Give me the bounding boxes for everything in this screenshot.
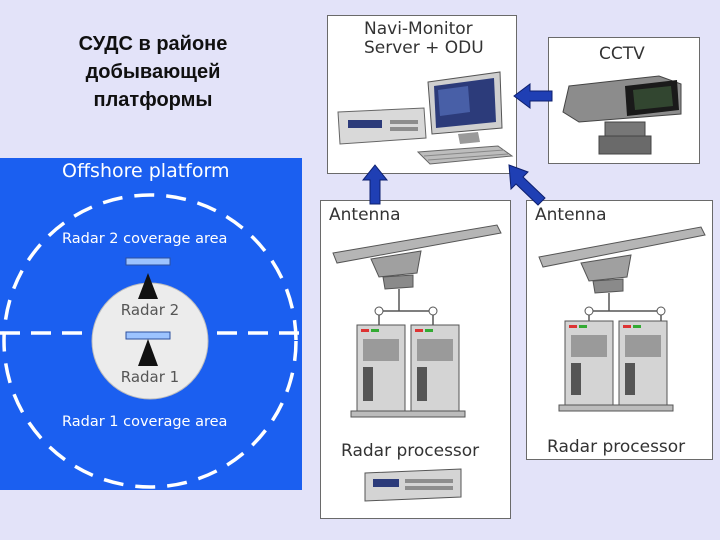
antenna-right-label: Antenna xyxy=(535,205,607,225)
antenna-left-array-icon xyxy=(332,224,502,290)
platform-title: Offshore platform xyxy=(62,160,230,182)
offshore-platform-panel: Offshore platform Radar 2 coverage area … xyxy=(0,158,302,490)
slide-title-line-1: СУДС в районе xyxy=(78,33,228,55)
cctv-box: CCTV xyxy=(548,37,700,164)
antenna-right-box: Antenna Radar processor xyxy=(526,200,713,460)
antenna-right-array-icon xyxy=(538,226,706,294)
radar2-label: Radar 2 xyxy=(120,301,180,319)
radar1-antenna-bar xyxy=(125,331,171,340)
antenna-left-box: Antenna xyxy=(320,200,511,519)
cctv-label: CCTV xyxy=(599,44,645,64)
slide-title-line-3: платформы xyxy=(93,89,213,111)
coverage-circle xyxy=(2,193,298,489)
cctv-camera-icon xyxy=(562,75,682,155)
server-box: Navi-Monitor Server + ODU xyxy=(327,15,517,174)
radar2-beam-icon xyxy=(138,273,158,299)
radar1-label: Radar 1 xyxy=(120,368,180,386)
antenna-left-equipment xyxy=(332,224,502,502)
coverage-diagram xyxy=(0,193,302,489)
server-label-line-2: Server + ODU xyxy=(364,38,484,58)
radar2-antenna-bar xyxy=(125,257,171,266)
radar-right-cabinet-icon xyxy=(558,320,674,412)
radar-left-processor-unit-icon xyxy=(364,468,462,502)
radar-processor-right-label: Radar processor xyxy=(547,437,686,457)
radar2-coverage-label: Radar 2 coverage area xyxy=(62,231,228,247)
antenna-left-label: Antenna xyxy=(329,205,401,225)
slide-title-line-2: добывающей xyxy=(85,61,221,83)
antenna-right-equipment xyxy=(538,226,706,412)
workstation-icon xyxy=(337,71,514,165)
radar1-coverage-label: Radar 1 coverage area xyxy=(62,414,228,430)
server-label-line-1: Navi-Monitor xyxy=(364,19,473,39)
arrow-cctv-to-server xyxy=(513,83,553,109)
radar1-beam-icon xyxy=(138,339,158,366)
radar-processor-left-label: Radar processor xyxy=(341,441,480,461)
slide-title: СУДС в районе добывающей платформы xyxy=(28,30,278,114)
radar-left-cabinet-icon xyxy=(350,324,466,418)
server-label: Navi-Monitor Server + ODU xyxy=(364,20,514,58)
